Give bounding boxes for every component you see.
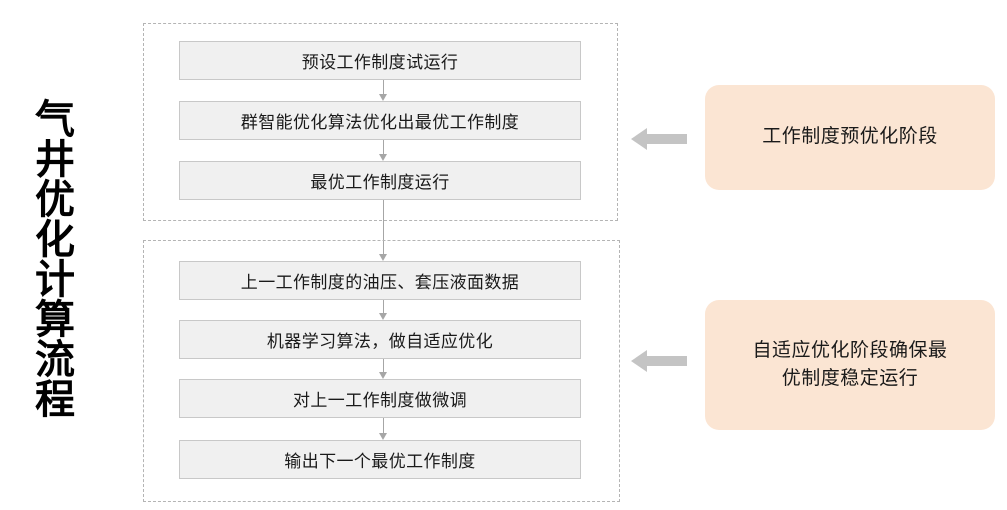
stage-callout-line: 自适应优化阶段确保最 [752,339,948,361]
adaptive-optimization-stage-group [143,240,620,502]
stage-callout: 自适应优化阶段确保最 优制度稳定运行 [705,300,995,430]
step-box[interactable]: 预设工作制度试运行 [179,41,581,80]
stage-callout-line: 工作制度预优化阶段 [762,126,938,148]
step-box[interactable]: 对上一工作制度做微调 [179,379,581,418]
step-box[interactable]: 群智能优化算法优化出最优工作制度 [179,101,581,140]
step-box[interactable]: 上一工作制度的油压、套压液面数据 [179,261,581,300]
arrow-left-block-icon [631,348,687,374]
step-box[interactable]: 最优工作制度运行 [179,161,581,200]
diagram-title-vertical: 气井优化计算流程 [29,98,73,418]
step-box[interactable]: 机器学习算法，做自适应优化 [179,320,581,359]
stage-callout-line: 优制度稳定运行 [781,368,919,389]
stage-callout: 工作制度预优化阶段 [705,85,995,190]
pre-optimization-stage-group [143,23,618,221]
step-box[interactable]: 输出下一个最优工作制度 [179,440,581,479]
arrow-left-block-icon [631,126,687,152]
